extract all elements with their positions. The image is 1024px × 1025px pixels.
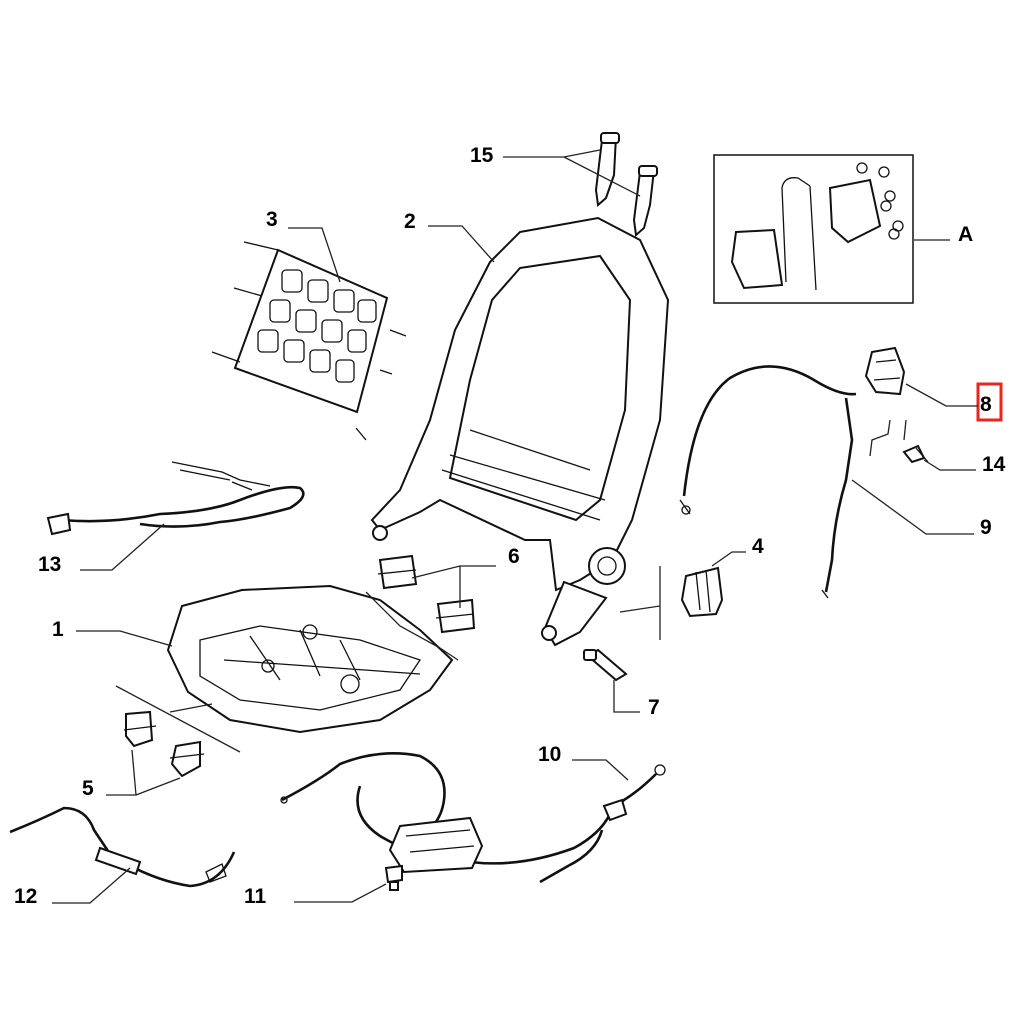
svg-text:12: 12 (14, 885, 37, 908)
part-13-wiring-harness (46, 461, 305, 536)
callout-9: 9 (851, 479, 992, 539)
svg-text:8: 8 (980, 393, 992, 416)
svg-text:10: 10 (538, 743, 561, 766)
callout-4: 4 (711, 535, 764, 567)
part-1-seat-cushion-frame (115, 584, 459, 753)
part-8-lever-knob (864, 346, 907, 457)
callout-11: 11 (244, 883, 387, 908)
svg-text:7: 7 (648, 696, 660, 719)
callout-3: 3 (266, 208, 341, 283)
part-6-clips (377, 554, 476, 634)
callout-14: 14 (923, 453, 1006, 476)
part-2-seatback-frame (370, 216, 670, 647)
callout-15: 15 (470, 144, 641, 197)
part-10-adjustment-cable (280, 752, 666, 884)
svg-text:5: 5 (82, 777, 94, 800)
svg-text:13: 13 (38, 553, 61, 576)
callout-A: A (914, 223, 973, 246)
callout-8: 8 (905, 382, 1003, 422)
callout-13: 13 (38, 523, 165, 576)
svg-text:A: A (958, 223, 973, 246)
callout-2: 2 (404, 210, 495, 263)
part-12-electric-cable (9, 806, 236, 888)
part-15-guide-pins (594, 132, 658, 237)
svg-text:14: 14 (982, 453, 1006, 476)
svg-text:3: 3 (266, 208, 278, 231)
svg-text:4: 4 (752, 535, 764, 558)
part-4-bumper (619, 566, 724, 640)
callout-10: 10 (538, 743, 629, 781)
part-A-kit-box (713, 154, 914, 304)
part-7-bolt (583, 648, 628, 682)
callout-8-highlight-box (976, 382, 1003, 422)
svg-text:1: 1 (52, 618, 64, 641)
callout-1: 1 (52, 618, 173, 647)
svg-text:15: 15 (470, 144, 494, 167)
callout-6: 6 (411, 545, 520, 608)
svg-text:9: 9 (980, 516, 992, 539)
part-14-screw (902, 444, 929, 464)
part-3-spring-mat (211, 241, 407, 441)
part-5-brackets (123, 703, 213, 778)
part-9-release-cable (679, 365, 857, 599)
svg-text:11: 11 (244, 885, 267, 908)
svg-text:2: 2 (404, 210, 416, 233)
callout-5: 5 (82, 749, 181, 800)
svg-text:6: 6 (508, 545, 520, 568)
part-11-stud (384, 864, 403, 891)
callout-12: 12 (14, 867, 131, 908)
callout-7: 7 (613, 680, 660, 719)
